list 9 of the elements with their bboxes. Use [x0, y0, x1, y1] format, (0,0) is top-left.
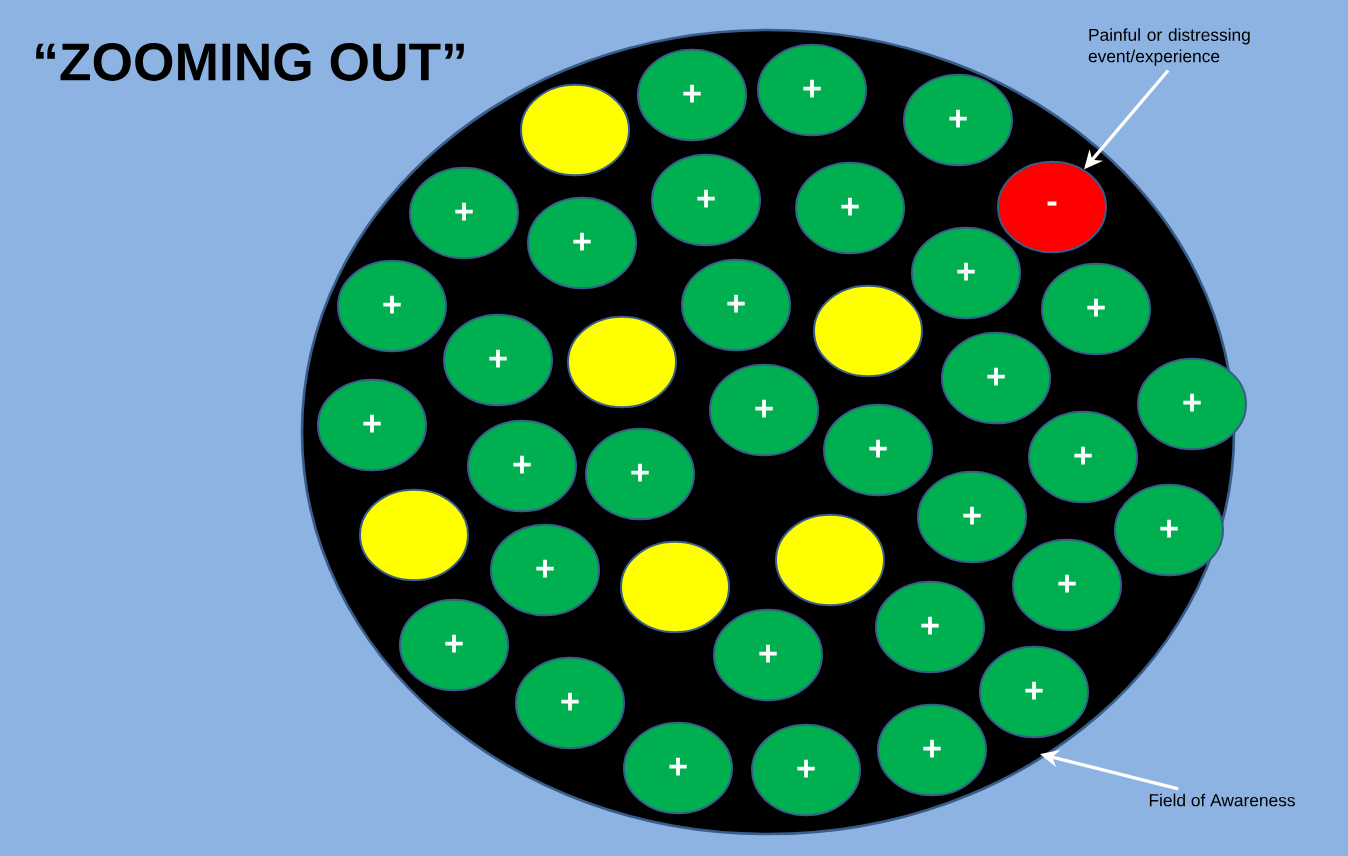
- empty-circle: [359, 488, 469, 582]
- empty-circle: [813, 284, 923, 378]
- empty-circle: [567, 315, 677, 409]
- annotation-text: Painful or distressing event/experience: [1088, 28, 1250, 66]
- empty-circle: [620, 540, 730, 634]
- title: “ZOOMING OUT”: [36, 43, 464, 81]
- empty-circle: [520, 83, 630, 177]
- empty-circle: [775, 513, 885, 607]
- annotation-text: Field of Awareness: [1149, 793, 1295, 807]
